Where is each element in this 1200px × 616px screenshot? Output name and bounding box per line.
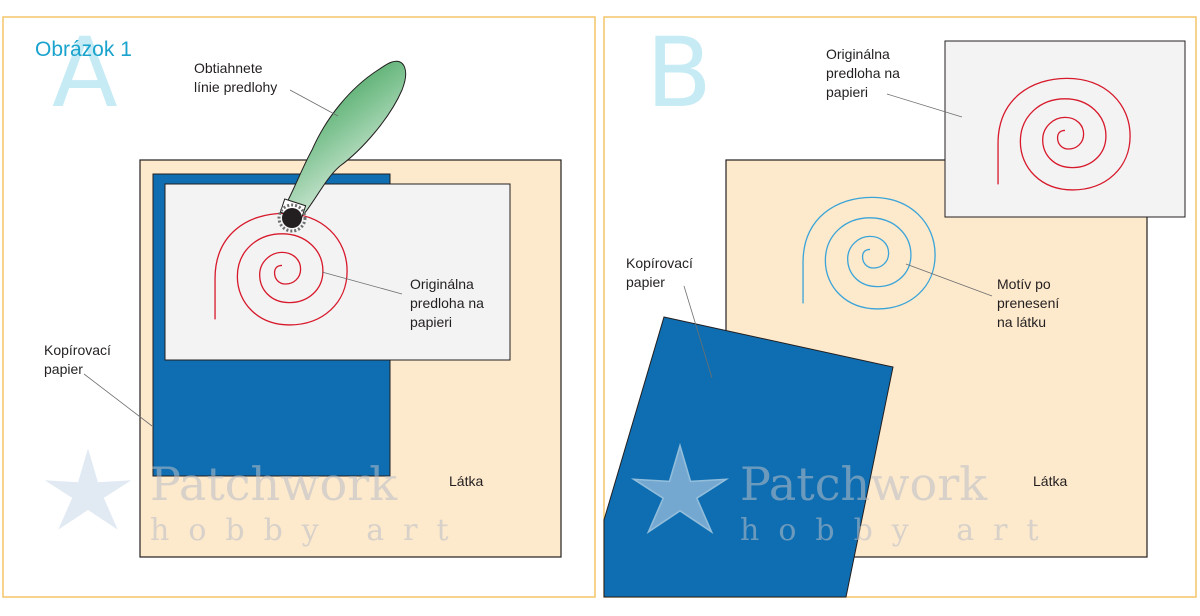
panel-b-letter: B	[646, 17, 712, 129]
original-paper	[164, 183, 511, 361]
watermark-line1: Patchwork	[150, 457, 398, 511]
panel-a-letter: A	[52, 17, 118, 129]
original-paper-b	[944, 40, 1186, 218]
watermark-b-line2: hobby art	[740, 513, 1058, 548]
tracing-wheel-icon	[277, 60, 407, 233]
label-transferred: Motív po prenesení na látku	[997, 276, 1063, 330]
figure-title: Obrázok 1	[35, 38, 132, 61]
watermark-a: Patchwork hobby art	[41, 444, 468, 548]
label-original-a: Originálna predloha na papieri	[410, 276, 488, 330]
label-carbon-a: Kopírovací papier	[44, 342, 115, 377]
watermark-b-line1: Patchwork	[740, 457, 988, 511]
panel-b: B Originálna predloha na papieri Kopírov…	[603, 16, 1197, 598]
label-tool: Obtiahnete línie predlohy	[194, 60, 277, 95]
label-fabric-b: Látka	[1033, 473, 1067, 489]
watermark-b: Patchwork hobby art	[633, 444, 1058, 548]
watermark-line2: hobby art	[150, 513, 468, 548]
label-carbon-b: Kopírovací papier	[626, 255, 697, 290]
label-original-b: Originálna predloha na papieri	[826, 46, 904, 100]
panel-a: A Obrázok 1 Obtiahnete línie predlohy Or…	[2, 16, 596, 598]
carbon-paper-b	[603, 316, 894, 598]
label-fabric-a: Látka	[449, 473, 483, 489]
